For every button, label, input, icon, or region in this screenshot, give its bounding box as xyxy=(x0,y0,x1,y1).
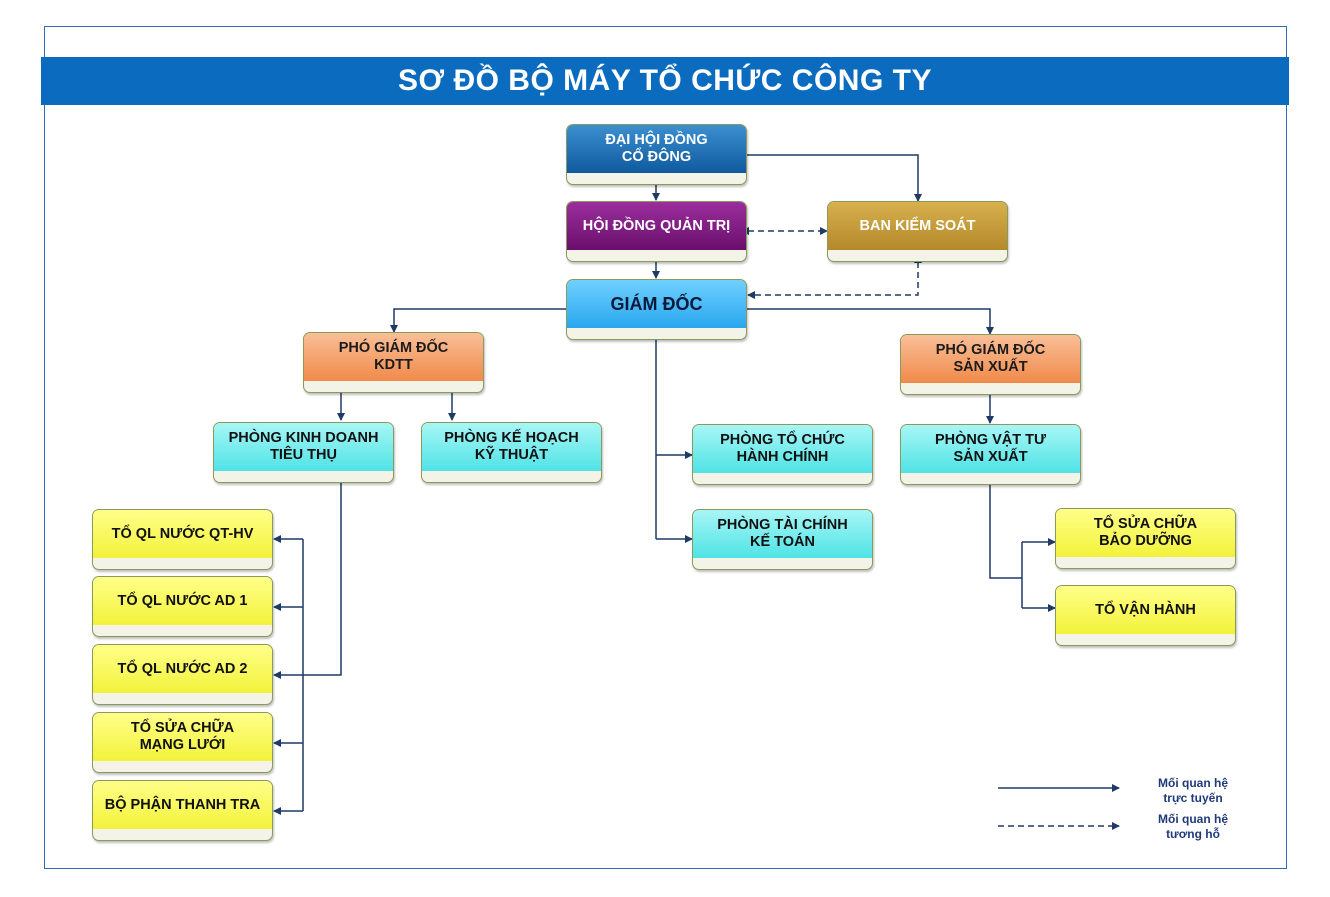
line-gd-pgdsx xyxy=(747,308,994,335)
node-phong-to-chuc-hanh-chinh: PHÒNG TỔ CHỨC HÀNH CHÍNH xyxy=(692,424,873,485)
node-to-ql-nuoc-ad1: TỔ QL NƯỚC AD 1 xyxy=(92,576,273,637)
node-label: HỘI ĐỒNG QUẢN TRỊ xyxy=(567,202,746,250)
node-label: TỔ SỬA CHỮA BẢO DƯỠNG xyxy=(1056,509,1235,557)
line-kdtt-bus xyxy=(303,483,342,676)
node-label: PHÒNG KINH DOANH TIÊU THỤ xyxy=(214,423,393,471)
node-label: PHÒNG VẬT TƯ SẢN XUẤT xyxy=(901,425,1080,473)
node-bo-phan-thanh-tra: BỘ PHẬN THANH TRA xyxy=(92,780,273,841)
legend-mutual-label: Mối quan hệ tương hỗ xyxy=(1158,812,1228,841)
node-phong-vat-tu-san-xuat: PHÒNG VẬT TƯ SẢN XUẤT xyxy=(900,424,1081,485)
node-ban-kiem-soat: BAN KIỂM SOÁT xyxy=(827,201,1008,262)
node-hoi-dong-quan-tri: HỘI ĐỒNG QUẢN TRỊ xyxy=(566,201,747,262)
node-to-van-hanh: TỔ VẬN HÀNH xyxy=(1055,585,1236,646)
node-to-ql-nuoc-ad2: TỔ QL NƯỚC AD 2 xyxy=(92,644,273,705)
node-giam-doc: GIÁM ĐỐC xyxy=(566,279,747,340)
node-label: BỘ PHẬN THANH TRA xyxy=(93,781,272,829)
diagram-title: SƠ ĐỒ BỘ MÁY TỔ CHỨC CÔNG TY xyxy=(398,64,932,97)
node-label: TỔ QL NƯỚC QT-HV xyxy=(93,510,272,558)
node-label: PHÒNG TÀI CHÍNH KẾ TOÁN xyxy=(693,510,872,558)
diagram-frame xyxy=(44,26,1287,869)
line-gd-pgdkdtt xyxy=(390,308,566,333)
node-dai-hoi-dong-co-dong: ĐẠI HỘI ĐỒNG CỔ ĐÔNG xyxy=(566,124,747,185)
line-vtsx-bus xyxy=(989,485,1022,579)
node-to-sua-chua-mang-luoi: TỔ SỬA CHỮA MẠNG LƯỚI xyxy=(92,712,273,773)
title-bar: SƠ ĐỒ BỘ MÁY TỔ CHỨC CÔNG TY xyxy=(41,57,1289,105)
node-label: TỔ VẬN HÀNH xyxy=(1056,586,1235,634)
node-label: GIÁM ĐỐC xyxy=(567,280,746,328)
node-label: PHÓ GIÁM ĐỐC KDTT xyxy=(304,333,483,381)
node-label: PHÓ GIÁM ĐỐC SẢN XUẤT xyxy=(901,335,1080,383)
node-phong-kinh-doanh-tieu-thu: PHÒNG KINH DOANH TIÊU THỤ xyxy=(213,422,394,483)
node-label: ĐẠI HỘI ĐỒNG CỔ ĐÔNG xyxy=(567,125,746,173)
node-label: TỔ QL NƯỚC AD 2 xyxy=(93,645,272,693)
node-pho-giam-doc-kdtt: PHÓ GIÁM ĐỐC KDTT xyxy=(303,332,484,393)
node-label: PHÒNG KẾ HOẠCH KỸ THUẬT xyxy=(422,423,601,471)
node-label: TỔ QL NƯỚC AD 1 xyxy=(93,577,272,625)
line-dhdcd-bks xyxy=(747,154,922,202)
node-pho-giam-doc-san-xuat: PHÓ GIÁM ĐỐC SẢN XUẤT xyxy=(900,334,1081,395)
legend-direct-label: Mối quan hệ trực tuyến xyxy=(1158,776,1228,805)
node-to-sua-chua-bao-duong: TỔ SỬA CHỮA BẢO DƯỠNG xyxy=(1055,508,1236,569)
node-label: BAN KIỂM SOÁT xyxy=(828,202,1007,250)
node-label: TỔ SỬA CHỮA MẠNG LƯỚI xyxy=(93,713,272,761)
node-to-ql-nuoc-qt-hv: TỔ QL NƯỚC QT-HV xyxy=(92,509,273,570)
node-phong-tai-chinh-ke-toan: PHÒNG TÀI CHÍNH KẾ TOÁN xyxy=(692,509,873,570)
node-phong-ke-hoach-ky-thuat: PHÒNG KẾ HOẠCH KỸ THUẬT xyxy=(421,422,602,483)
node-label: PHÒNG TỔ CHỨC HÀNH CHÍNH xyxy=(693,425,872,473)
line-bks-gd-mutual xyxy=(747,255,922,299)
